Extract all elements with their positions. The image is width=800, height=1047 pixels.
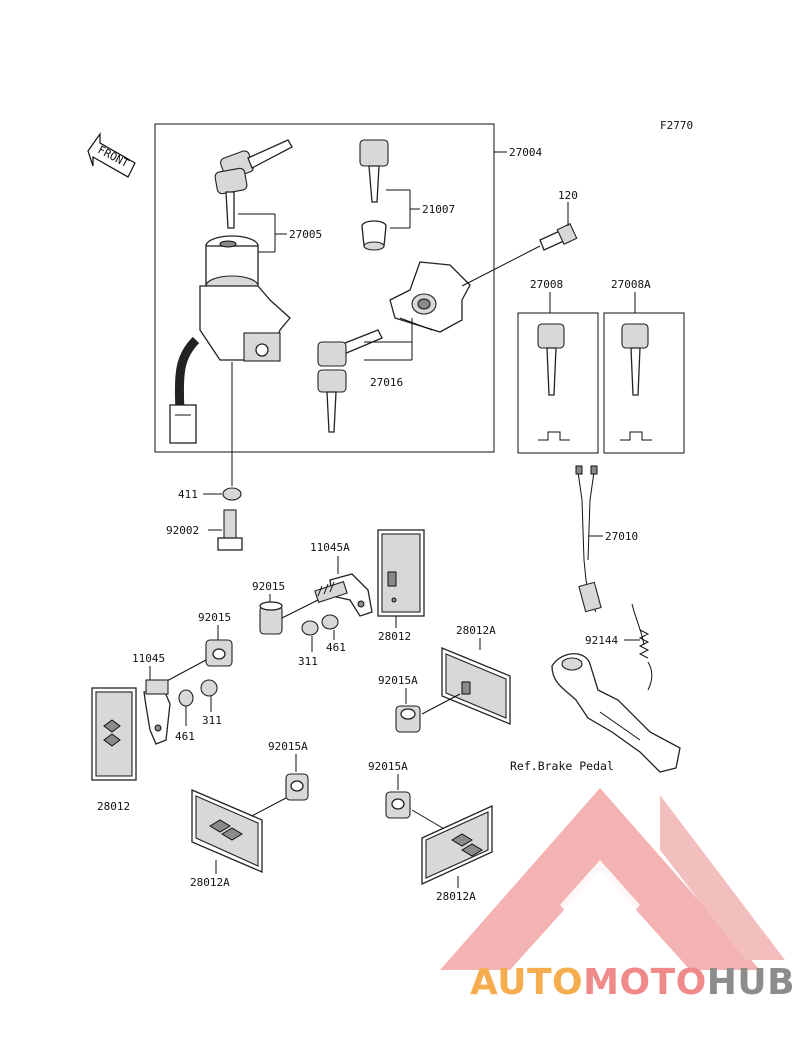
- spring-icon: [631, 603, 653, 691]
- bolt-92002-icon: [217, 509, 243, 551]
- label-27008A: 27008A: [611, 278, 651, 291]
- brand-moto: MOTO: [583, 962, 707, 1003]
- blank-key-icon: [359, 139, 389, 251]
- key-icon: [214, 139, 293, 229]
- label-92015A-right: 92015A: [378, 674, 418, 687]
- label-92015-mid: 92015: [198, 611, 231, 624]
- brake-pedal-icon: [551, 653, 681, 773]
- label-28012A-lower-left: 28012A: [190, 876, 230, 889]
- watermark-logo: AUTOMOTOHUB: [440, 788, 795, 1003]
- diagram-code: F2770: [660, 119, 693, 132]
- nut-92015A-center-icon: [285, 773, 309, 801]
- label-311-upper: 311: [298, 655, 318, 668]
- ignition-switch-icon: [169, 235, 291, 444]
- svg-text:AUTOMOTOHUB: AUTOMOTOHUB: [470, 962, 795, 1003]
- washer-461-lower-icon: [178, 689, 194, 707]
- front-arrow-icon: FRONT: [87, 132, 136, 178]
- label-92015-upper: 92015: [252, 580, 285, 593]
- reflector-28012A-upper-icon: [441, 647, 511, 725]
- key-blank-frame-b: [603, 312, 685, 454]
- key-blank-icon: [537, 323, 570, 441]
- label-27005: 27005: [289, 228, 322, 241]
- label-92144: 92144: [585, 634, 618, 647]
- label-461-lower: 461: [175, 730, 195, 743]
- brand-hub: HUB: [707, 962, 795, 1003]
- bracket-11045-icon: [143, 679, 171, 745]
- washer-461-upper-icon: [321, 614, 339, 630]
- label-27016: 27016: [370, 376, 403, 389]
- label-120: 120: [558, 189, 578, 202]
- label-92002: 92002: [166, 524, 199, 537]
- bracket-11045A-icon: [314, 573, 373, 617]
- label-27004: 27004: [509, 146, 542, 159]
- label-461-upper: 461: [326, 641, 346, 654]
- key-blank-frame-a: [517, 312, 599, 454]
- label-28012A-upper: 28012A: [456, 624, 496, 637]
- label-92015A-lower: 92015A: [368, 760, 408, 773]
- washer-311-lower-icon: [200, 679, 218, 697]
- seat-lock-key-icon: [317, 329, 383, 433]
- label-21007: 21007: [422, 203, 455, 216]
- switch-cable-icon: [575, 465, 602, 613]
- label-27010: 27010: [605, 530, 638, 543]
- ignition-set-frame: [154, 123, 495, 453]
- reflector-28012A-lower-right-icon: [421, 804, 493, 886]
- nut-92015A-right-icon: [395, 705, 421, 733]
- nut-mid-icon: [205, 639, 233, 667]
- seat-lock-icon: [389, 261, 471, 333]
- nut-92015A-lower-icon: [385, 791, 411, 819]
- label-311-lower: 311: [202, 714, 222, 727]
- label-11045: 11045: [132, 652, 165, 665]
- label-411: 411: [178, 488, 198, 501]
- bolt-icon: [539, 223, 578, 251]
- nut-icon: [259, 601, 283, 635]
- label-27008: 27008: [530, 278, 563, 291]
- brand-auto: AUTO: [470, 962, 583, 1003]
- key-blank-a-icon: [620, 323, 652, 441]
- reflector-28012-left-icon: [91, 687, 137, 781]
- label-11045A: 11045A: [310, 541, 350, 554]
- washer-311-upper-icon: [301, 620, 319, 636]
- brake-pedal-reference: Ref.Brake Pedal: [510, 759, 614, 773]
- reflector-28012A-lower-left-icon: [191, 789, 263, 873]
- label-28012A-lower-right: 28012A: [436, 890, 476, 903]
- label-28012-left: 28012: [97, 800, 130, 813]
- reflector-28012-top-icon: [377, 529, 425, 617]
- washer-icon: [222, 487, 242, 501]
- label-28012-top: 28012: [378, 630, 411, 643]
- label-92015A-center: 92015A: [268, 740, 308, 753]
- triangle-mark-icon: [440, 788, 785, 970]
